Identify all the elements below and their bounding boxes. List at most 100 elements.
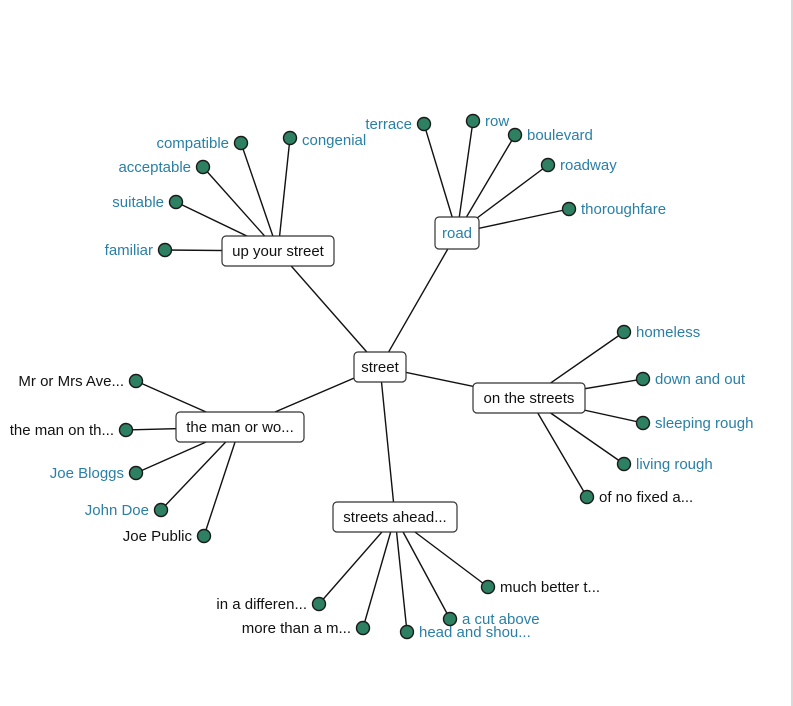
- leaf-item[interactable]: familiar: [105, 242, 173, 259]
- edge-road-leaf: [456, 120, 474, 234]
- leaf-dot-icon: [507, 127, 523, 143]
- leaf-item[interactable]: John Doe: [85, 502, 169, 519]
- leaf-dot-icon: [157, 242, 173, 258]
- leaf-label: suitable: [112, 194, 164, 211]
- leaf-dot-icon: [195, 159, 211, 175]
- leaf-item[interactable]: Joe Public: [123, 528, 212, 545]
- leaf-dot-icon: [616, 456, 632, 472]
- node-road[interactable]: road: [434, 216, 480, 250]
- leaf-dot-icon: [233, 135, 249, 151]
- leaf-item[interactable]: boulevard: [507, 127, 593, 144]
- leaf-item[interactable]: congenial: [282, 130, 367, 150]
- leaf-dot-icon: [168, 194, 184, 210]
- leaf-item[interactable]: Joe Bloggs: [50, 465, 144, 482]
- leaf-item[interactable]: terrace: [365, 116, 432, 133]
- leaf-dot-icon: [635, 415, 651, 431]
- leaf-item[interactable]: acceptable: [118, 159, 211, 176]
- node-box-on-the-streets: [472, 382, 586, 414]
- leaf-label: row: [485, 113, 509, 130]
- leaf-label: John Doe: [85, 502, 149, 519]
- leaf-item[interactable]: the man on th...: [10, 422, 134, 439]
- node-label-street: street: [361, 359, 399, 376]
- leaf-dot-icon: [311, 596, 327, 612]
- node-label-up-your-street: up your street: [232, 243, 325, 260]
- leaf-label: acceptable: [118, 159, 191, 176]
- leaf-item[interactable]: Mr or Mrs Ave...: [18, 373, 144, 390]
- node-box-street: [353, 351, 407, 383]
- leaf-dot-icon: [196, 528, 212, 544]
- leaf-label: roadway: [560, 157, 617, 174]
- edge-up-your-street-leaf: [240, 142, 279, 252]
- edge-road-leaf: [423, 123, 458, 234]
- edge-up-your-street-leaf: [277, 137, 291, 252]
- node-up-your-street[interactable]: up your street: [221, 235, 335, 267]
- leaf-dot-icon: [442, 611, 458, 627]
- leaf-label: down and out: [655, 371, 746, 388]
- edge-street-up-your-street: [277, 250, 381, 368]
- leaf-label: boulevard: [527, 127, 593, 144]
- leaves-layer: compatible congenial acceptable suitable fam…: [10, 113, 754, 641]
- leaf-item[interactable]: thoroughfare: [561, 201, 667, 218]
- leaf-dot-icon: [118, 422, 134, 438]
- edge-street-streets-ahead: [379, 366, 396, 518]
- leaf-item[interactable]: down and out: [635, 371, 746, 388]
- leaf-label: the man on th...: [10, 422, 114, 439]
- leaf-dot-icon: [416, 116, 432, 132]
- window-edge: [791, 0, 793, 706]
- leaf-dot-icon: [128, 465, 144, 481]
- leaf-item[interactable]: roadway: [540, 157, 618, 174]
- leaf-label: terrace: [365, 116, 412, 133]
- leaf-dot-icon: [128, 373, 144, 389]
- nodes-layer: up your street road on the streets streets …: [175, 216, 586, 533]
- leaf-item[interactable]: a cut above: [442, 611, 540, 628]
- leaf-item[interactable]: compatible: [156, 135, 249, 152]
- leaf-item[interactable]: head and shou...: [399, 624, 531, 641]
- leaf-item[interactable]: homeless: [616, 324, 701, 341]
- edge-streets-ahead-leaf: [362, 516, 396, 629]
- edge-on-the-streets-leaf: [528, 397, 588, 498]
- leaf-dot-icon: [282, 130, 298, 146]
- node-the-man-or-woman[interactable]: the man or wo...: [175, 411, 305, 443]
- leaf-item[interactable]: sleeping rough: [635, 415, 754, 432]
- leaf-label: sleeping rough: [655, 415, 753, 432]
- leaf-label: compatible: [156, 135, 229, 152]
- leaf-label: a cut above: [462, 611, 540, 628]
- leaf-item[interactable]: suitable: [112, 194, 184, 211]
- leaf-item[interactable]: in a differen...: [216, 596, 327, 613]
- leaf-item[interactable]: more than a m...: [242, 620, 371, 637]
- leaf-dot-icon: [355, 620, 371, 636]
- leaf-label: thoroughfare: [581, 201, 666, 218]
- leaf-dot-icon: [540, 157, 556, 173]
- leaf-dot-icon: [399, 624, 415, 640]
- leaf-item[interactable]: much better t...: [480, 579, 601, 596]
- leaf-dot-icon: [561, 201, 577, 217]
- edge-street-road: [379, 232, 458, 368]
- leaf-label: in a differen...: [216, 596, 307, 613]
- node-street[interactable]: street: [353, 351, 407, 383]
- edge-streets-ahead-leaf: [394, 516, 408, 633]
- edge-streets-ahead-leaf: [394, 516, 451, 620]
- node-box-the-man-or-woman: [175, 411, 305, 443]
- leaf-item[interactable]: row: [465, 113, 510, 130]
- leaf-item[interactable]: of no fixed a...: [579, 489, 694, 506]
- node-box-up-your-street: [221, 235, 335, 267]
- leaf-label: homeless: [636, 324, 700, 341]
- leaf-label: Joe Bloggs: [50, 465, 124, 482]
- leaf-label: head and shou...: [419, 624, 531, 641]
- node-on-the-streets[interactable]: on the streets: [472, 382, 586, 414]
- leaf-label: familiar: [105, 242, 153, 259]
- node-box-road: [434, 216, 480, 250]
- leaf-label: living rough: [636, 456, 713, 473]
- node-label-streets-ahead: streets ahead...: [343, 509, 446, 526]
- leaf-label: more than a m...: [242, 620, 351, 637]
- leaf-dot-icon: [465, 113, 481, 129]
- leaf-dot-icon: [616, 324, 632, 340]
- node-label-road: road: [442, 225, 472, 242]
- leaf-label: Joe Public: [123, 528, 193, 545]
- leaf-item[interactable]: living rough: [616, 456, 713, 473]
- node-streets-ahead[interactable]: streets ahead...: [332, 501, 458, 533]
- leaf-dot-icon: [153, 502, 169, 518]
- leaf-dot-icon: [635, 371, 651, 387]
- leaf-label: Mr or Mrs Ave...: [18, 373, 124, 390]
